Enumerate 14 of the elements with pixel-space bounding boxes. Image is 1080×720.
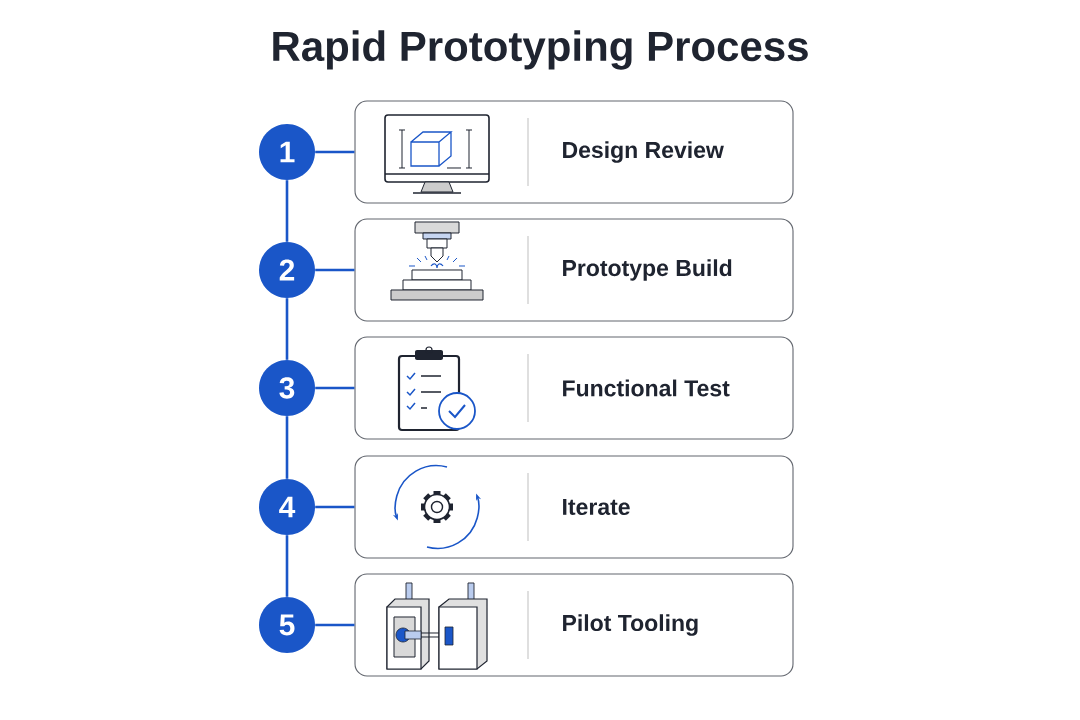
step-card: Iterate	[354, 455, 794, 559]
connector-line	[315, 150, 355, 154]
connector-line	[315, 386, 355, 390]
connector-line	[315, 268, 355, 272]
connector-line	[315, 623, 355, 627]
connector-line	[315, 505, 355, 509]
connector-line	[285, 416, 289, 479]
connector-line	[285, 535, 289, 597]
connector-line	[285, 298, 289, 360]
step-card: Design Review	[354, 100, 794, 204]
title: Rapid Prototyping Process	[273, 30, 808, 70]
step-card: Prototype Build	[354, 218, 794, 322]
connector-line	[285, 180, 289, 242]
step-card: Functional Test	[354, 336, 794, 440]
